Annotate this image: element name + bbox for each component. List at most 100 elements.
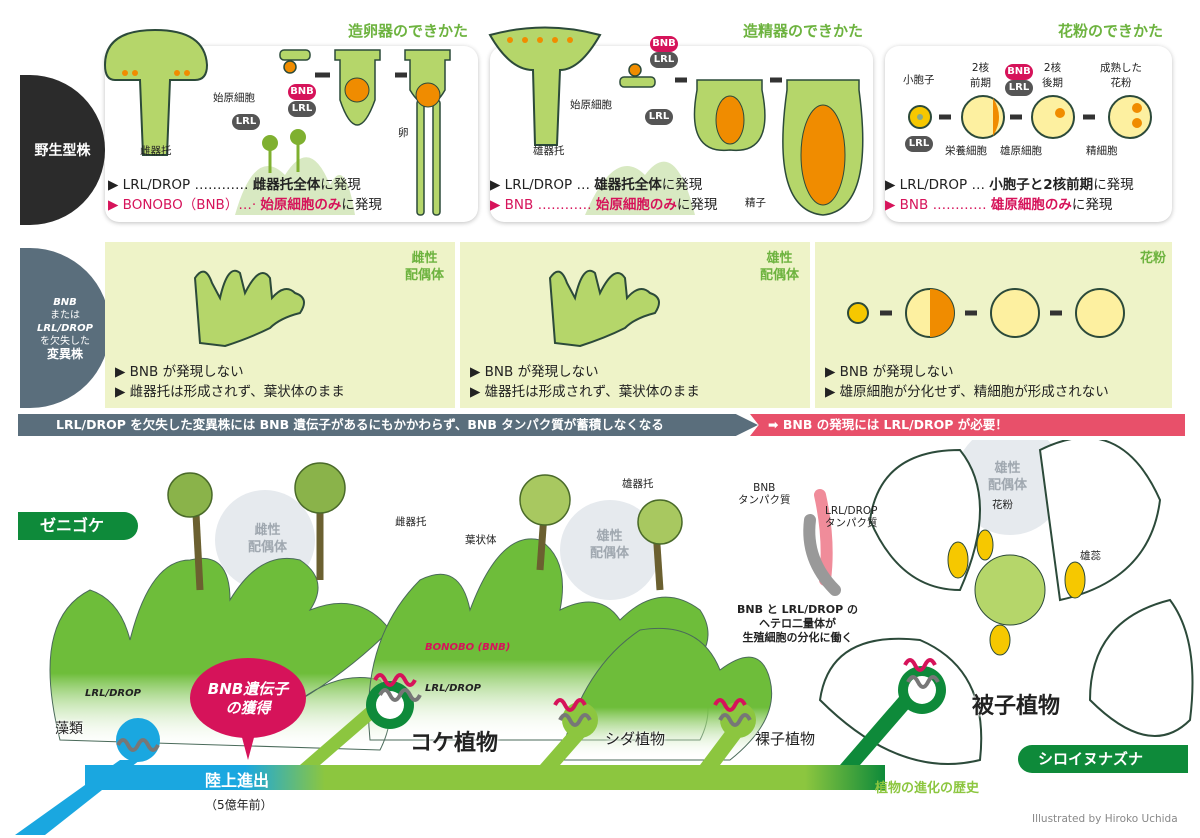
wild-type-label-text: 野生型株	[34, 143, 91, 159]
mutant-label: BNB または LRL/DROP を欠失した 変異株	[20, 248, 110, 408]
lrl-protein-label: LRL/DROP タンパク質	[825, 505, 878, 529]
panel-title-antheridium: 造精器のできかた	[743, 22, 864, 40]
heterodimer-protein	[803, 489, 841, 596]
mutant-line: ▶ BNB が発現しない	[470, 364, 599, 380]
bnb-badge: BNB	[1005, 64, 1033, 80]
mutant-line: ▶ 雄原細胞が分化せず、精細胞が形成されない	[825, 384, 1109, 400]
wild-type-label: 野生型株	[20, 75, 105, 225]
bryophytes-label: コケ植物	[410, 731, 499, 756]
label-sperm: 精子	[745, 197, 766, 209]
panel-expression-text: ▶ LRL/DROP ………… 雌器托全体に発現 ▶ BONOBO（BNB）…·…	[108, 175, 382, 215]
mutant-tag: 雄性 配偶体	[760, 251, 800, 283]
mutant-female-panel	[105, 242, 455, 408]
lrl-badge: LRL	[232, 114, 260, 130]
liverwort-label: ゼニゴケ	[18, 512, 138, 540]
mutant-text: ▶ BNB が発現しない ▶ 雄器托は形成されず、葉状体のまま	[470, 362, 700, 402]
line-highlight: 雄器托全体	[594, 177, 662, 193]
lrl-badge: LRL	[650, 52, 678, 68]
gene-bnb-label: BONOBO (BNB)	[425, 642, 511, 653]
panel-title-pollen: 花粉のできかた	[1058, 22, 1164, 40]
line-prefix: ▶ BNB …………	[490, 197, 596, 213]
thallus-label: 葉状体	[465, 534, 497, 546]
gymnosperms-label: 裸子植物	[755, 730, 816, 748]
label-late-binucleate: 2核 後期	[1042, 62, 1063, 89]
female-gametophyte-label: 雌性 配偶体	[248, 523, 288, 555]
mutant-line: ▶ 雄器托は形成されず、葉状体のまま	[470, 384, 700, 400]
lrl-badge: LRL	[905, 136, 933, 152]
label-microspore: 小胞子	[903, 74, 935, 86]
line-prefix: ▶ LRL/DROP …	[885, 177, 990, 193]
mutant-label-line: または	[50, 309, 80, 321]
algae-label: 藻類	[55, 721, 83, 737]
age-label: （5億年前）	[205, 798, 273, 812]
lrl-badge: LRL	[1005, 80, 1033, 96]
line-highlight: 雄原細胞のみ	[990, 197, 1072, 213]
arabidopsis-label: シロイヌナズナ	[1018, 745, 1188, 773]
line-highlight: 始原細胞のみ	[260, 197, 342, 213]
land-colonization-label: 陸上進出	[205, 771, 270, 790]
label-sperm-cell: 精細胞	[1086, 145, 1118, 157]
panel-expression-text: ▶ LRL/DROP … 雄器托全体に発現 ▶ BNB ………… 始原細胞のみに…	[490, 175, 717, 215]
gene-lrl-label: LRL/DROP	[85, 688, 141, 699]
stamen-label: 雄蕊	[1080, 550, 1101, 562]
label-receptacle: 雄器托	[533, 145, 565, 157]
lrl-badge: LRL	[645, 109, 673, 125]
label-vegetative-cell: 栄養細胞	[945, 145, 987, 157]
thallus-illustration	[548, 269, 660, 348]
conclusion-banner-right: ➡ BNB の発現には LRL/DROP が必要！	[750, 414, 1185, 436]
line-suffix: に発現	[661, 177, 703, 193]
line-prefix: ▶ BONOBO（BNB）…·	[108, 197, 261, 213]
mutant-line: ▶ BNB が発現しない	[825, 364, 954, 380]
lrl-badge: LRL	[288, 101, 316, 117]
bnb-acquired-bubble-text: BNB遺伝子 の獲得	[207, 680, 289, 717]
pollen-label: 花粉	[992, 499, 1013, 511]
label-early-binucleate: 2核 前期	[970, 62, 991, 89]
line-highlight: 始原細胞のみ	[595, 197, 677, 213]
illustrator-credit: Illustrated by Hiroko Uchida	[1032, 813, 1178, 825]
label-receptacle: 雌器托	[140, 145, 172, 157]
line-highlight: 小胞子と2核前期	[989, 177, 1094, 193]
mutant-tag: 花粉	[1140, 251, 1167, 266]
mutant-label-line: 変異株	[46, 346, 83, 361]
mutant-pollen-illustration	[847, 288, 1125, 338]
line-prefix: ▶ LRL/DROP …………	[108, 177, 253, 193]
line-suffix: に発現	[1093, 177, 1134, 193]
line-suffix: に発現	[1071, 197, 1113, 213]
line-prefix: ▶ BNB …………	[885, 197, 991, 213]
angiosperms-label: 被子植物	[972, 694, 1061, 719]
mutant-line: ▶ 雌器托は形成されず、葉状体のまま	[115, 384, 345, 400]
mutant-text: ▶ BNB が発現しない ▶ 雄原細胞が分化せず、精細胞が形成されない	[825, 362, 1109, 402]
pollen-illustration	[908, 95, 1152, 139]
line-suffix: に発現	[320, 177, 361, 193]
line-suffix: に発現	[676, 197, 718, 213]
label-initial-cell: 始原細胞	[570, 99, 612, 111]
mutant-label-line: BNB	[53, 296, 77, 308]
gene-lrl-label: LRL/DROP	[425, 683, 481, 694]
conclusion-banner-left: LRL/DROP を欠失した変異株には BNB 遺伝子があるにもかかわらず、BN…	[18, 414, 758, 436]
mutant-label-line: を欠失した	[40, 335, 90, 347]
label-mature-pollen: 成熟した 花粉	[1100, 62, 1142, 89]
bnb-badge: BNB	[650, 36, 678, 52]
dna-icon	[116, 658, 940, 752]
mutant-label-line: LRL/DROP	[37, 322, 93, 334]
mutant-line: ▶ BNB が発現しない	[115, 364, 244, 380]
plant-evolution-history-label: 植物の進化の歴史	[875, 781, 980, 796]
thallus-illustration	[193, 269, 305, 348]
thallus-shape	[559, 627, 773, 761]
ferns-label: シダ植物	[605, 730, 666, 748]
mutant-tag: 雌性 配偶体	[405, 251, 445, 283]
label-initial-cell: 始原細胞	[213, 92, 255, 104]
banner-left-text: LRL/DROP を欠失した変異株には BNB 遺伝子があるにもかかわらず、BN…	[56, 417, 664, 432]
mutant-male-panel	[460, 242, 810, 408]
evolution-illustration	[15, 440, 1194, 835]
antheridiophore-label: 雄器托	[622, 478, 654, 490]
line-highlight: 雌器托全体	[252, 177, 321, 193]
bnb-badge: BNB	[288, 84, 316, 100]
mutant-text: ▶ BNB が発現しない ▶ 雌器托は形成されず、葉状体のまま	[115, 362, 345, 402]
label-egg: 卵	[398, 127, 409, 139]
panel-expression-text: ▶ LRL/DROP … 小胞子と2核前期に発現 ▶ BNB ………… 雄原細胞…	[885, 175, 1134, 215]
gametophyte-bubble	[560, 500, 660, 600]
antheridium-illustration	[488, 26, 864, 216]
bnb-protein-label: BNB タンパク質	[738, 482, 791, 506]
archegoniophore-label: 雌器托	[395, 516, 427, 528]
